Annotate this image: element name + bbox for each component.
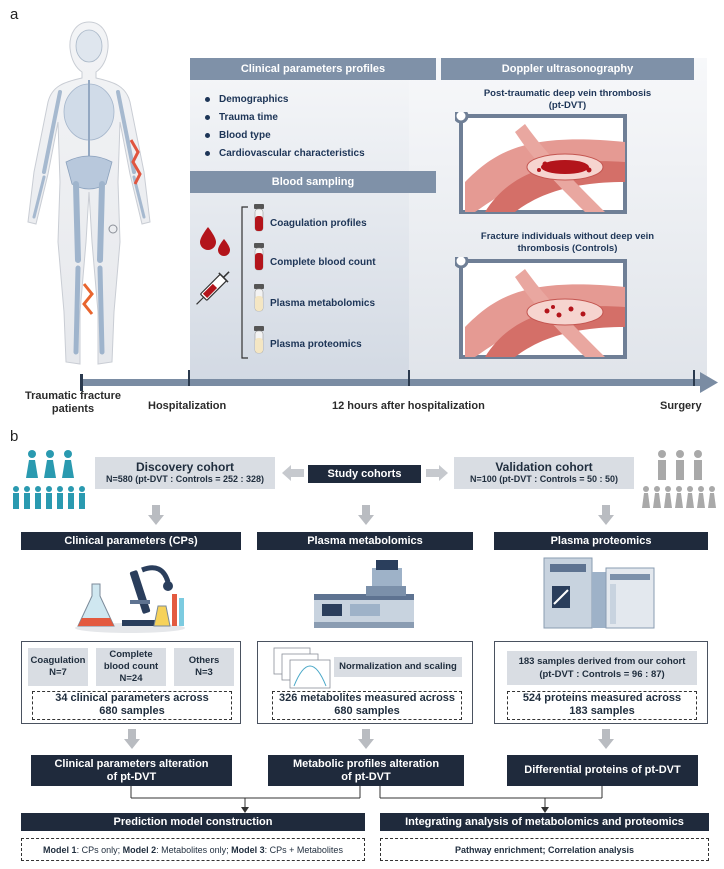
normalization-chip: Normalization and scaling <box>334 657 462 677</box>
tube-cbc-label: Complete blood count <box>270 257 376 268</box>
bullet-cardiovascular: Cardiovascular characteristics <box>205 144 365 162</box>
mass-spectrometer-illustration <box>314 560 414 628</box>
down-arrow-icon <box>358 505 374 525</box>
discovery-cohort-sub: N=580 (pt-DVT : Controls = 252 : 328) <box>105 474 265 484</box>
tube-proteomics-label: Plasma proteomics <box>270 339 362 350</box>
clinical-parameters-list: Demographics Trauma time Blood type Card… <box>205 90 365 162</box>
coagulation-chip: Coagulation N=7 <box>28 648 88 686</box>
tube-bracket <box>241 206 248 359</box>
proteomics-instrument-illustration <box>543 557 655 629</box>
prediction-model-header: Prediction model construction <box>21 813 365 831</box>
dvt-vein-illustration <box>455 112 627 214</box>
down-arrow-icon <box>358 729 374 749</box>
down-arrow-icon <box>148 505 164 525</box>
timeline-12h-label: 12 hours after hospitalization <box>332 400 485 412</box>
proteomics-samples-chip: 183 samples derived from our cohort (pt-… <box>507 651 697 685</box>
controls-title: Fracture individuals without deep vein t… <box>480 231 655 254</box>
proteomics-summary: 524 proteins measured across 183 samples <box>507 691 697 720</box>
microscope-flasks-illustration <box>75 565 185 633</box>
others-chip: Others N=3 <box>174 648 234 686</box>
prediction-models-note: Model 1: CPs only; Model 2: Metabolites … <box>21 838 365 861</box>
integrating-analysis-note: Pathway enrichment; Correlation analysis <box>380 838 709 861</box>
spectra-stack-icon <box>273 647 331 689</box>
validation-cohort-box: Validation cohort N=100 (pt-DVT : Contro… <box>454 457 634 489</box>
human-body-illustration <box>27 21 151 365</box>
validation-cohort-sub: N=100 (pt-DVT : Controls = 50 : 50) <box>469 474 619 484</box>
integrating-analysis-header: Integrating analysis of metabolomics and… <box>380 813 709 831</box>
connector-lines <box>130 786 603 813</box>
clinical-parameters-header: Clinical parameters profiles <box>190 58 436 80</box>
clinical-parameters-column-header: Clinical parameters (CPs) <box>21 532 241 550</box>
timeline-hospitalization-label: Hospitalization <box>148 400 227 412</box>
validation-people-icon <box>642 450 716 508</box>
arrow-right-icon <box>426 465 448 481</box>
clinical-parameters-summary: 34 clinical parameters across 680 sample… <box>32 691 232 720</box>
bullet-blood-type: Blood type <box>205 126 365 144</box>
arrow-left-icon <box>282 465 304 481</box>
discovery-cohort-title: Discovery cohort <box>135 460 235 474</box>
panel-b-label: b <box>10 428 19 445</box>
control-vein-illustration <box>455 257 627 359</box>
tube-metabolomics-label: Plasma metabolomics <box>270 298 376 309</box>
blood-drop-syringe-icon <box>196 227 230 305</box>
metabolomics-summary: 326 metabolites measured across 680 samp… <box>272 691 462 720</box>
sample-tubes-icon <box>254 204 264 354</box>
metabolomics-column-header: Plasma metabolomics <box>257 532 473 550</box>
discovery-people-icon <box>13 450 85 509</box>
discovery-cohort-box: Discovery cohort N=580 (pt-DVT : Control… <box>95 457 275 489</box>
down-arrow-icon <box>598 505 614 525</box>
study-cohorts-label: Study cohorts <box>308 465 421 483</box>
doppler-header: Doppler ultrasonography <box>441 58 694 80</box>
timeline-surgery-label: Surgery <box>660 400 702 412</box>
dvt-title: Post-traumatic deep vein thrombosis (pt-… <box>483 88 652 111</box>
complete-blood-count-chip: Complete blood count N=24 <box>96 648 166 686</box>
bullet-trauma-time: Trauma time <box>205 108 365 126</box>
validation-cohort-title: Validation cohort <box>495 460 593 474</box>
down-arrow-icon <box>124 729 140 749</box>
proteomics-column-header: Plasma proteomics <box>494 532 708 550</box>
timeline-patients-label: Traumatic fracture patients <box>25 390 121 415</box>
down-arrow-icon <box>598 729 614 749</box>
differential-proteins-result: Differential proteins of pt-DVT <box>507 755 698 786</box>
panel-a-label: a <box>10 6 19 23</box>
blood-sampling-header: Blood sampling <box>190 171 436 193</box>
tube-coagulation-label: Coagulation profiles <box>270 218 367 229</box>
timeline-arrow <box>80 370 718 393</box>
bullet-demographics: Demographics <box>205 90 365 108</box>
